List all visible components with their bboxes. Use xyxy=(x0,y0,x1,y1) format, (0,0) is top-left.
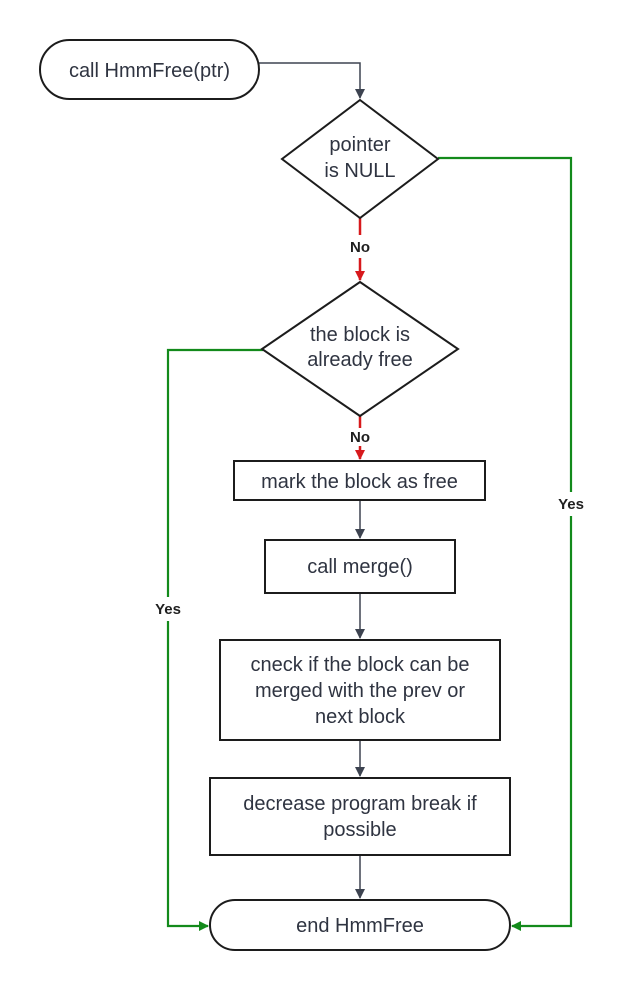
edge-free-check-yes-lower xyxy=(166,621,209,931)
node-call-merge-label: call merge() xyxy=(307,556,413,578)
edge-labels: No Yes No Yes xyxy=(155,239,584,618)
edge-label-free-check-no: No xyxy=(350,429,370,446)
node-end-shape xyxy=(209,899,511,951)
node-null-check-label-line2: is NULL xyxy=(324,160,395,182)
node-decrease-break: decrease program break if possible xyxy=(209,777,511,856)
node-check-merge-shape xyxy=(219,639,501,741)
edge-null-check-yes-lower xyxy=(511,516,573,931)
node-null-check-shape xyxy=(280,98,440,220)
node-end: end HmmFree xyxy=(209,899,511,951)
node-free-check: the block is already free xyxy=(260,280,460,418)
node-start: call HmmFree(ptr) xyxy=(39,39,260,100)
edge-free-check-yes xyxy=(166,348,263,597)
node-decrease-break-shape xyxy=(209,777,511,856)
edge-label-free-check-yes: Yes xyxy=(155,601,181,618)
node-check-merge-label-line3: next block xyxy=(315,706,406,728)
node-call-merge: call merge() xyxy=(264,539,456,594)
node-check-merge-label-line1: cneck if the block can be xyxy=(250,654,469,676)
node-start-label: call HmmFree(ptr) xyxy=(69,60,230,82)
node-mark-free-shape xyxy=(233,460,486,501)
edge-label-null-check-no: No xyxy=(350,239,370,256)
edges xyxy=(166,62,573,931)
edge-start-to-null-check xyxy=(259,62,365,99)
node-free-check-label-line2: already free xyxy=(307,349,413,371)
edge-null-check-yes xyxy=(438,156,573,492)
node-null-check: pointer is NULL xyxy=(280,98,440,220)
node-decrease-break-label-line1: decrease program break if xyxy=(243,793,477,815)
node-end-label: end HmmFree xyxy=(296,915,424,937)
node-decrease-break-label-line2: possible xyxy=(323,819,396,841)
node-free-check-shape xyxy=(260,280,460,418)
node-call-merge-shape xyxy=(264,539,456,594)
node-mark-free-label: mark the block as free xyxy=(261,471,458,493)
node-mark-free: mark the block as free xyxy=(233,460,486,501)
node-start-shape xyxy=(39,39,260,100)
node-check-merge: cneck if the block can be merged with th… xyxy=(219,639,501,741)
node-null-check-label-line1: pointer xyxy=(329,134,390,156)
edge-label-null-check-yes: Yes xyxy=(558,496,584,513)
node-free-check-label-line1: the block is xyxy=(310,324,410,346)
node-check-merge-label-line2: merged with the prev or xyxy=(255,680,465,702)
